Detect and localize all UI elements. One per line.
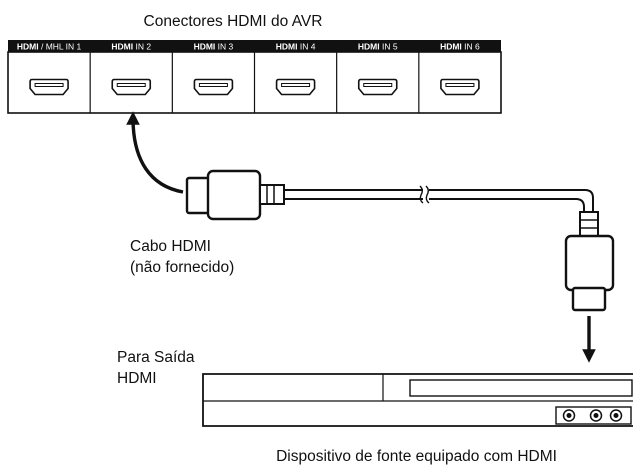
port-input-label: IN 4 — [297, 42, 315, 52]
arrow-to-avr — [126, 111, 184, 194]
port-label-3: HDMI IN 3 — [194, 42, 234, 52]
plug-strain-relief — [579, 211, 599, 237]
port-input-label: IN 6 — [462, 42, 480, 52]
av-jack — [562, 409, 576, 422]
hdmi-logo-text: HDMI — [440, 42, 462, 52]
av-jack-panel — [555, 406, 632, 425]
port-input-label: IN 3 — [215, 42, 233, 52]
port-label-5: HDMI IN 5 — [358, 42, 398, 52]
av-jack — [609, 409, 623, 422]
hdmi-port-5: HDMI IN 5 — [336, 42, 398, 113]
plug-body — [564, 234, 615, 292]
plug-strain-relief — [259, 184, 285, 205]
source-device — [202, 373, 633, 427]
cable-device-plug — [564, 211, 615, 312]
hdmi-port-6: HDMI IN 6 — [418, 42, 480, 113]
socket-contact — [198, 83, 228, 87]
hdmi-cable — [284, 185, 594, 212]
socket-contact — [116, 83, 146, 87]
output-label-line2: HDMI — [117, 370, 157, 387]
socket-contact — [34, 83, 64, 87]
hdmi-logo-text: HDMI — [111, 42, 133, 52]
port-input-label: IN 5 — [380, 42, 398, 52]
socket-contact — [445, 83, 475, 87]
socket-contact — [281, 83, 311, 87]
port-input-label: / MHL IN 1 — [39, 42, 82, 52]
port-label-6: HDMI IN 6 — [440, 42, 480, 52]
hdmi-port-1: HDMI / MHL IN 1 — [17, 42, 82, 96]
device-caption: Dispositivo de fonte equipado com HDMI — [276, 448, 557, 465]
plug-body — [206, 169, 262, 221]
port-label-4: HDMI IN 4 — [276, 42, 316, 52]
hdmi-logo-text: HDMI — [194, 42, 216, 52]
output-label-line1: Para Saída — [117, 349, 195, 366]
port-label-1: HDMI / MHL IN 1 — [17, 42, 82, 52]
hdmi-port-3: HDMI IN 3 — [171, 42, 234, 113]
port-label-2: HDMI IN 2 — [111, 42, 151, 52]
plug-head — [185, 176, 212, 215]
cable-note: (não fornecido) — [130, 259, 235, 276]
hdmi-logo-text: HDMI — [276, 42, 298, 52]
cable-label: Cabo HDMI — [130, 238, 211, 255]
socket-contact — [363, 83, 393, 87]
hdmi-logo-text: HDMI — [358, 42, 380, 52]
hdmi-port-2: HDMI IN 2 — [89, 42, 151, 113]
port-input-label: IN 2 — [133, 42, 151, 52]
hdmi-port-4: HDMI IN 4 — [253, 42, 316, 113]
avr-connectors-title: Conectores HDMI do AVR — [143, 13, 323, 30]
av-jack — [589, 409, 603, 422]
cable-avr-plug — [185, 169, 285, 221]
plug-head — [571, 286, 607, 312]
panel-label-bar — [8, 40, 501, 52]
hdmi-logo-text: HDMI — [17, 42, 39, 52]
